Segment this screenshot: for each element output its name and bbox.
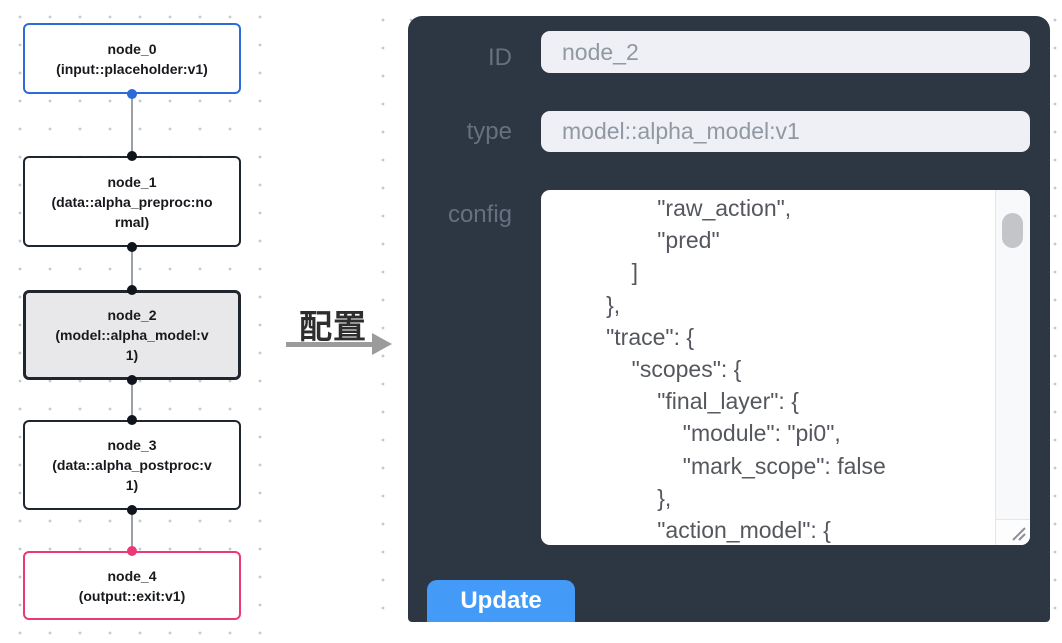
edge-node2-node3 <box>131 380 133 420</box>
annotation-arrow <box>286 342 374 347</box>
port-node1-in[interactable] <box>127 151 137 161</box>
update-button[interactable]: Update <box>427 580 575 622</box>
resize-handle-icon[interactable] <box>1010 527 1026 541</box>
flow-node-node_0[interactable]: node_0 (input::placeholder:v1) <box>23 23 241 94</box>
edge-node1-node2 <box>131 247 133 290</box>
id-label: ID <box>488 44 512 71</box>
node-subtitle: (input::placeholder:v1) <box>56 60 208 77</box>
node-subtitle: (data::alpha_postproc:v1) <box>52 457 212 493</box>
flow-node-node_2-selected[interactable]: node_2 (model::alpha_model:v1) <box>23 290 241 380</box>
port-node4-in[interactable] <box>127 546 137 556</box>
port-node0-out[interactable] <box>127 89 137 99</box>
port-node2-in[interactable] <box>127 285 137 295</box>
config-scrollbar-corner <box>995 519 1030 545</box>
config-scrollbar-thumb[interactable] <box>1002 213 1023 248</box>
config-textarea[interactable]: "raw_action", "pred" ] }, "trace": { "sc… <box>541 190 1030 545</box>
node-subtitle: (data::alpha_preproc:normal) <box>51 193 213 230</box>
node-title: node_3 <box>107 437 157 453</box>
flow-node-node_1[interactable]: node_1 (data::alpha_preproc:normal) <box>23 156 241 247</box>
flow-node-node_4[interactable]: node_4 (output::exit:v1) <box>23 551 241 620</box>
annotation-label: 配置 <box>299 308 367 345</box>
port-node2-out[interactable] <box>127 375 137 385</box>
config-json-text: "raw_action", "pred" ] }, "trace": { "sc… <box>606 195 886 544</box>
type-input[interactable] <box>541 111 1030 152</box>
flow-canvas[interactable]: node_0 (input::placeholder:v1) node_1 (d… <box>0 0 276 643</box>
flow-node-node_3[interactable]: node_3 (data::alpha_postproc:v1) <box>23 420 241 510</box>
edge-node3-node4 <box>131 510 133 551</box>
node-config-panel: ID type config "raw_action", "pred" ] },… <box>408 16 1050 622</box>
config-label: config <box>447 201 512 228</box>
port-node3-out[interactable] <box>127 505 137 515</box>
node-title: node_2 <box>107 307 157 323</box>
node-title: node_1 <box>107 173 157 190</box>
type-label: type <box>466 118 512 145</box>
port-node3-in[interactable] <box>127 415 137 425</box>
panel-canvas: ID type config "raw_action", "pred" ] },… <box>378 0 1062 622</box>
edge-node0-node1 <box>131 94 133 156</box>
node-subtitle: (model::alpha_model:v1) <box>55 327 209 363</box>
node-subtitle: (output::exit:v1) <box>78 587 186 604</box>
node-title: node_0 <box>107 40 157 57</box>
port-node1-out[interactable] <box>127 242 137 252</box>
id-input[interactable] <box>541 31 1030 73</box>
node-title: node_4 <box>107 567 157 584</box>
